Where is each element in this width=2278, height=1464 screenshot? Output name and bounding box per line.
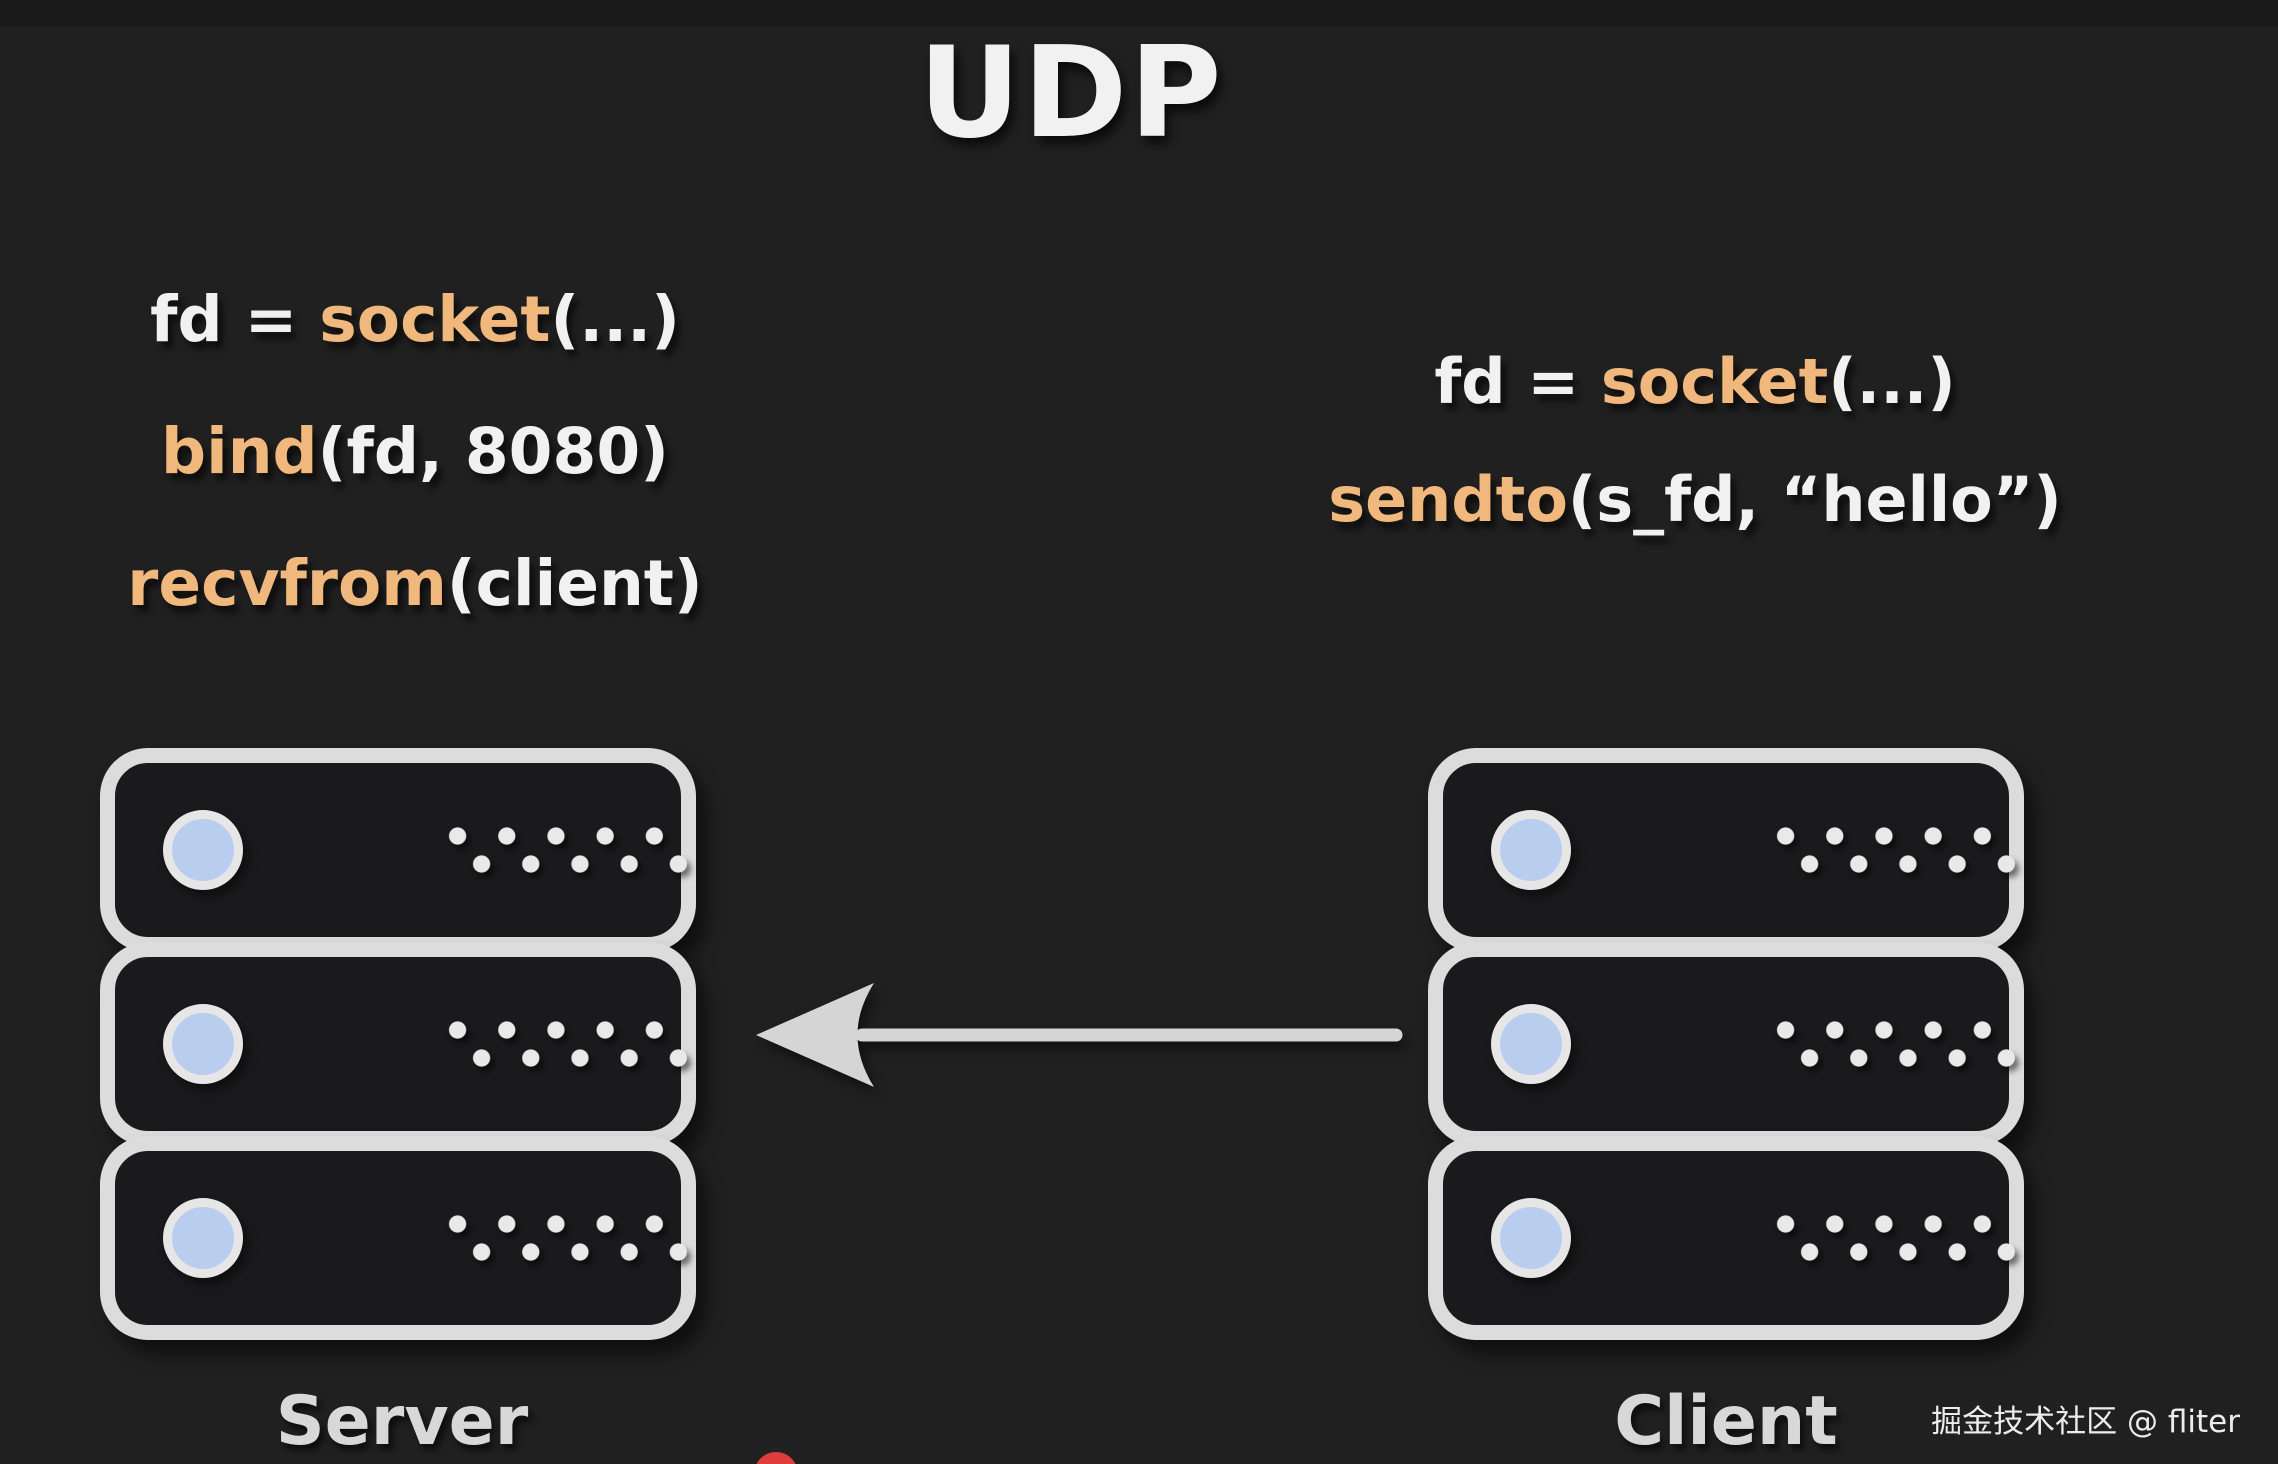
page-title: UDP: [918, 19, 1224, 166]
arrow-left-icon: [756, 983, 1403, 1087]
led-indicator-icon: [1491, 1004, 1571, 1084]
top-letterbox: [0, 0, 2278, 26]
code-function: socket: [1600, 345, 1829, 418]
code-line: fd = socket(...): [40, 282, 790, 358]
code-args: (fd, 8080): [317, 415, 669, 488]
watermark: 掘金技术社区 @ fliter: [1931, 1404, 2240, 1440]
vent-dots-icon: [1761, 1021, 2033, 1067]
code-line: recvfrom(client): [40, 546, 790, 622]
client-rack-unit: [1428, 942, 2031, 1146]
led-indicator-icon: [163, 1004, 243, 1084]
code-line: fd = socket(...): [1255, 344, 2135, 420]
server-rack-icon: [100, 748, 703, 1340]
client-label: Client: [1614, 1382, 1838, 1461]
vent-dots-icon: [1761, 1215, 2033, 1261]
led-indicator-icon: [163, 810, 243, 890]
vent-dots-icon: [433, 1021, 705, 1067]
vent-dots-icon: [433, 1215, 705, 1261]
code-function: socket: [319, 283, 551, 356]
code-args: (client): [446, 547, 703, 620]
code-function: recvfrom: [127, 547, 447, 620]
server-rack-unit: [100, 748, 703, 952]
code-text: fd =: [150, 283, 320, 356]
client-rack-icon: [1428, 748, 2031, 1340]
led-indicator-icon: [163, 1198, 243, 1278]
code-function: bind: [161, 415, 318, 488]
code-line: bind(fd, 8080): [40, 414, 790, 490]
client-code-block: fd = socket(...) sendto(s_fd, “hello”): [1255, 344, 2135, 580]
server-rack-unit: [100, 942, 703, 1146]
code-args: (...): [1828, 345, 1956, 418]
server-rack-unit: [100, 1136, 703, 1340]
client-rack-unit: [1428, 748, 2031, 952]
vent-dots-icon: [1761, 827, 2033, 873]
vent-dots-icon: [433, 827, 705, 873]
client-rack-unit: [1428, 1136, 2031, 1340]
code-function: sendto: [1328, 463, 1568, 536]
server-label: Server: [275, 1382, 529, 1461]
red-pointer-dot-icon: [754, 1452, 798, 1464]
code-line: sendto(s_fd, “hello”): [1255, 462, 2135, 538]
led-indicator-icon: [1491, 810, 1571, 890]
code-text: fd =: [1434, 345, 1601, 418]
server-code-block: fd = socket(...) bind(fd, 8080) recvfrom…: [40, 282, 790, 678]
code-args: (...): [550, 283, 680, 356]
led-indicator-icon: [1491, 1198, 1571, 1278]
code-args: (s_fd, “hello”): [1567, 463, 2062, 536]
